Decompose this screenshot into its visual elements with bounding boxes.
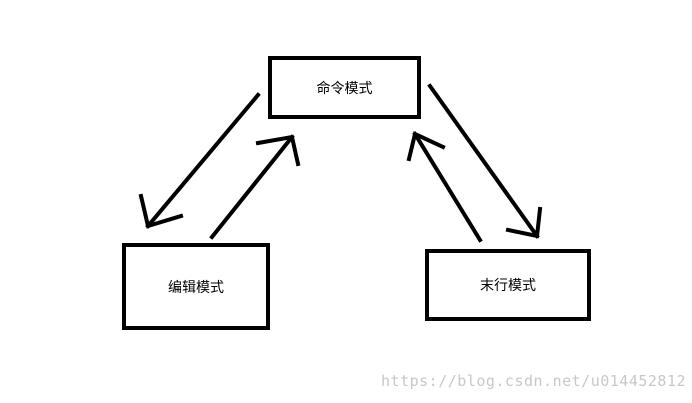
command-mode-label: 命令模式: [316, 80, 373, 97]
last-line-mode-node: 末行模式: [425, 249, 591, 321]
arrow-edit-to-command: [209, 134, 301, 240]
last-line-mode-label: 末行模式: [480, 278, 536, 294]
watermark-url: https://blog.csdn.net/u014452812: [381, 372, 686, 390]
arrow-last-line-to-command: [406, 131, 483, 243]
arrow-command-to-last-line: [427, 83, 543, 239]
command-mode-node: 命令模式: [268, 56, 421, 119]
arrow-command-to-edit: [138, 92, 261, 229]
edit-mode-label: 编辑模式: [168, 279, 224, 296]
edit-mode-node: 编辑模式: [122, 243, 270, 330]
